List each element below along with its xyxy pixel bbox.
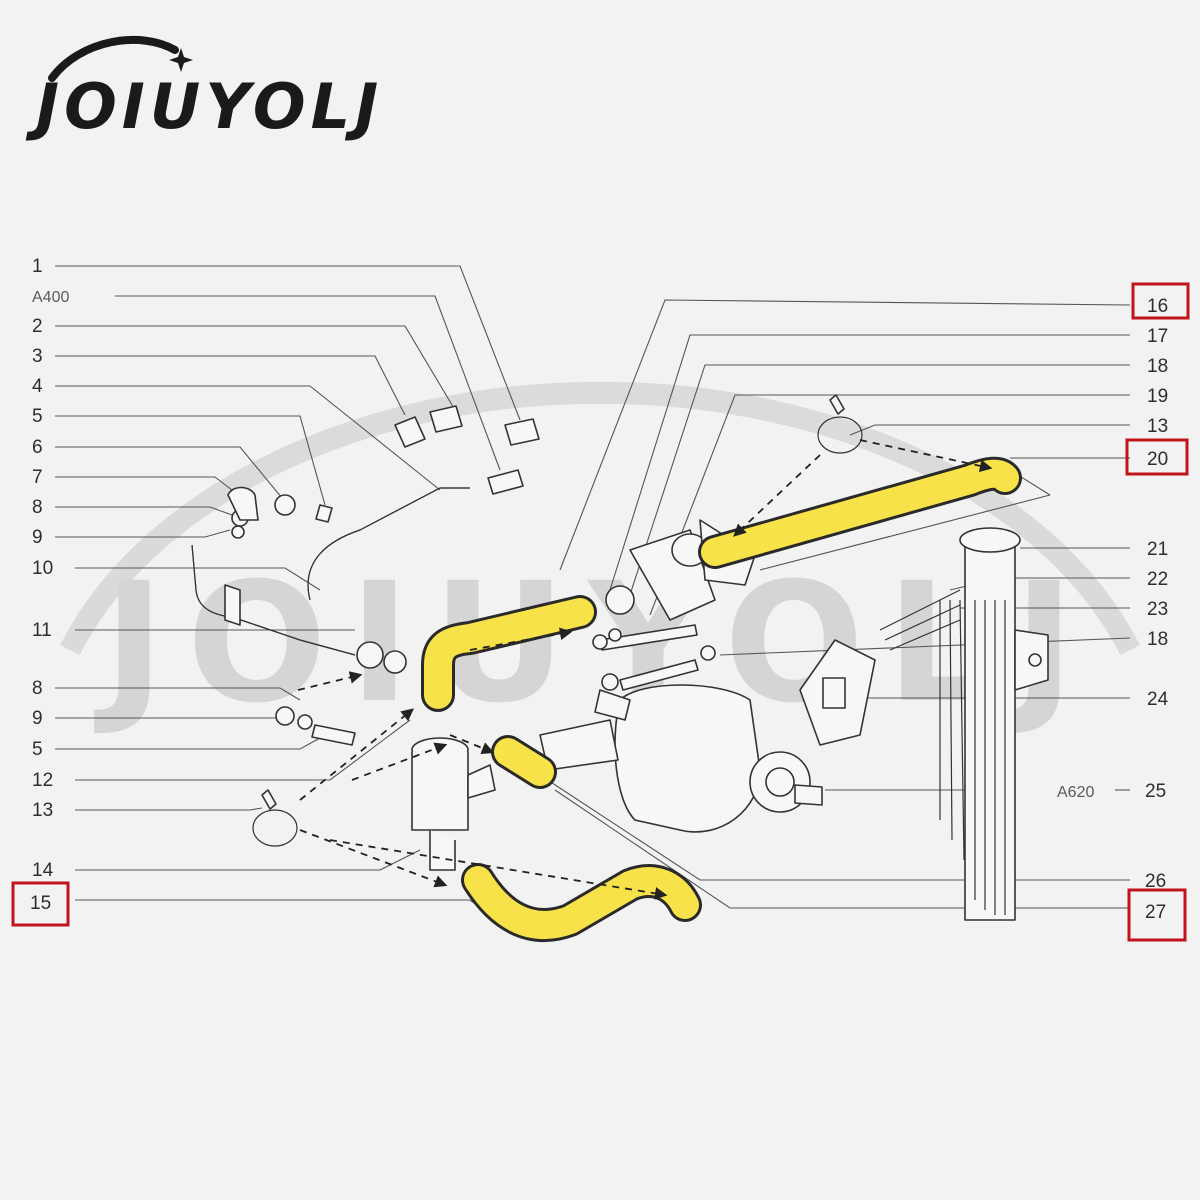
brand-name: JOIUYOLJ bbox=[25, 70, 383, 143]
highlight-box-15 bbox=[11, 881, 70, 927]
highlighted-hoses bbox=[421, 456, 1022, 942]
thermostat-housing bbox=[411, 737, 496, 871]
callout-label: 18 bbox=[1147, 356, 1168, 377]
callout-label: 1 bbox=[32, 256, 43, 277]
callout-label: 7 bbox=[32, 467, 43, 488]
callout-label: 13 bbox=[1147, 416, 1168, 437]
watermark-text: JOIUYOLJ bbox=[93, 547, 1096, 739]
highlight-box-27 bbox=[1127, 888, 1187, 942]
callout-label: 15 bbox=[30, 893, 51, 914]
callout-label: 14 bbox=[32, 860, 54, 881]
highlight-box-20 bbox=[1125, 438, 1189, 476]
right-callouts: 16 17 18 19 13 20 21 22 23 18 24 25 26 2… bbox=[1057, 296, 1169, 923]
callout-label: 20 bbox=[1147, 449, 1168, 470]
callout-label: 9 bbox=[32, 708, 43, 729]
callout-label: 24 bbox=[1147, 689, 1169, 710]
callout-label: 3 bbox=[32, 346, 43, 367]
callout-label: 16 bbox=[1147, 296, 1168, 317]
hose-16 bbox=[421, 595, 597, 712]
callout-label: 2 bbox=[32, 316, 43, 337]
callout-label: 9 bbox=[32, 527, 43, 548]
callout-label: 23 bbox=[1147, 599, 1168, 620]
hose-20 bbox=[698, 456, 1022, 569]
callout-label: 8 bbox=[32, 497, 43, 518]
hose-27 bbox=[491, 735, 557, 789]
assembly-arrows bbox=[297, 439, 993, 900]
left-callouts: 1 A400 2 3 4 5 6 7 8 9 10 11 8 9 5 12 13… bbox=[30, 256, 69, 914]
logo-swoosh bbox=[48, 36, 179, 82]
watermark: JOIUYOLJ bbox=[60, 381, 1140, 739]
highlight-box-16 bbox=[1131, 282, 1190, 320]
inline-callout-label: A620 bbox=[1057, 784, 1094, 801]
callout-label: 27 bbox=[1145, 902, 1166, 923]
callout-label: 26 bbox=[1145, 871, 1166, 892]
callout-label: 17 bbox=[1147, 326, 1168, 347]
callout-label: 19 bbox=[1147, 386, 1168, 407]
hose-clamp bbox=[817, 394, 863, 454]
left-leader-lines bbox=[55, 265, 521, 916]
water-pump bbox=[539, 684, 823, 833]
callout-label: 21 bbox=[1147, 539, 1168, 560]
callout-label: 4 bbox=[32, 376, 43, 397]
callout-label: 25 bbox=[1145, 781, 1166, 802]
callout-label: 5 bbox=[32, 406, 43, 427]
callout-label: 5 bbox=[32, 739, 43, 760]
mechanical-parts bbox=[191, 394, 1049, 921]
callout-label: 10 bbox=[32, 558, 53, 579]
callout-label: 8 bbox=[32, 678, 43, 699]
callout-label: 13 bbox=[32, 800, 53, 821]
hose-clamp bbox=[252, 789, 298, 847]
callout-label: 12 bbox=[32, 770, 53, 791]
right-leader-lines bbox=[539, 299, 1131, 909]
radiator bbox=[879, 527, 1049, 921]
fitting-part bbox=[394, 405, 540, 495]
callout-label: 11 bbox=[32, 620, 52, 641]
sparkle-icon bbox=[169, 48, 193, 72]
callout-label: 6 bbox=[32, 437, 43, 458]
callout-label: 22 bbox=[1147, 569, 1168, 590]
watermark-arc bbox=[60, 381, 1140, 655]
callout-label: 18 bbox=[1147, 629, 1168, 650]
highlight-boxes bbox=[11, 282, 1190, 942]
brand-logo: JOIUYOLJ bbox=[25, 36, 383, 143]
hose-15 bbox=[461, 863, 702, 942]
callout-label: A400 bbox=[32, 289, 69, 306]
